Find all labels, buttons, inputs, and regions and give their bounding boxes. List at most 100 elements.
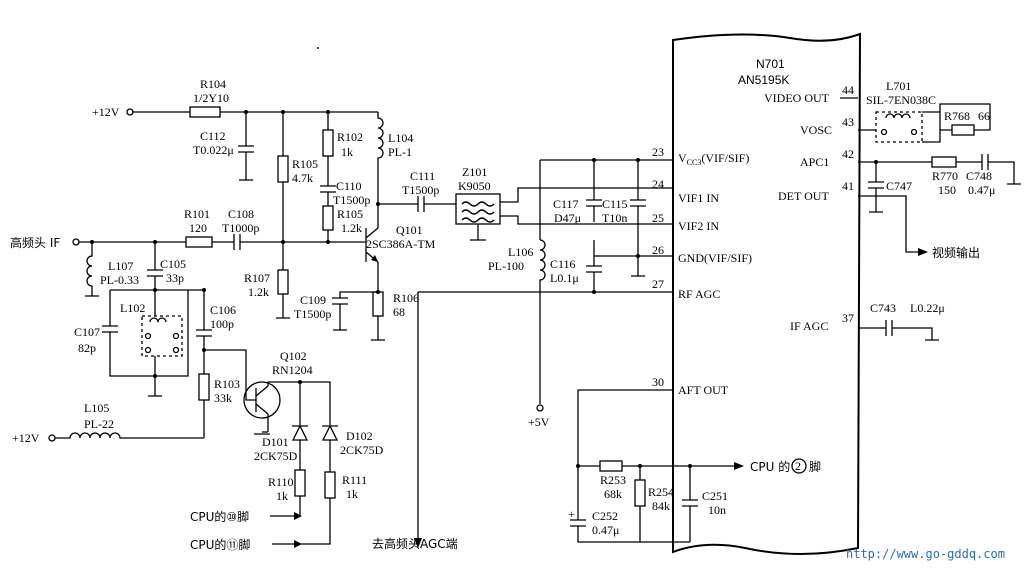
c106-value: 100p — [210, 317, 234, 331]
c252-value: 0.47μ — [592, 523, 619, 537]
c107-name: C107 — [74, 325, 100, 339]
resistor-r111 — [324, 471, 336, 499]
r103-name: R103 — [214, 377, 240, 391]
plus5v-terminal — [536, 404, 544, 412]
d102-name: D102 — [346, 429, 373, 443]
c111-name: C111 — [410, 169, 435, 183]
transistor-q102 — [243, 381, 281, 419]
r101-value: 120 — [189, 221, 207, 235]
c109-name: C109 — [300, 293, 326, 307]
c117-value: D47μ — [554, 211, 581, 225]
c108-name: C108 — [228, 207, 254, 221]
resistor-r768 — [951, 124, 975, 136]
pin-44: 44 — [842, 83, 854, 97]
pin-42: 42 — [842, 147, 854, 161]
c252-name: C252 — [592, 509, 618, 523]
plus5v-label: +5V — [528, 415, 550, 429]
c108-value: T1000p — [222, 221, 259, 235]
aftout-label: AFT OUT — [678, 383, 729, 397]
supply-bottom-label: +12V — [12, 431, 40, 445]
resistor-r102 — [322, 129, 334, 157]
resistor-r103 — [198, 373, 210, 401]
l102-name: L102 — [120, 301, 145, 315]
r104-name: R104 — [200, 77, 226, 91]
c747-name: C747 — [886, 179, 912, 193]
l105-value: PL-22 — [84, 417, 114, 431]
resistor-r106 — [372, 291, 384, 317]
apc1-label: APC1 — [800, 155, 829, 169]
r111-value: 1k — [346, 487, 358, 501]
pin-37: 37 — [842, 311, 854, 325]
resistor-r101 — [185, 236, 213, 248]
gnd-label: GND(VIF/SIF) — [678, 251, 752, 265]
resistor-r254 — [634, 479, 646, 507]
c116-name: C116 — [550, 257, 576, 271]
r102-value: 1k — [341, 145, 353, 159]
resistor-r105a — [277, 155, 289, 183]
resistor-r110 — [294, 469, 306, 497]
supply-top-label: +12V — [92, 105, 120, 119]
pin-27: 27 — [652, 277, 664, 291]
to-tuner-agc-label: 去高频头AGC端 — [372, 536, 458, 551]
r770-name: R770 — [932, 169, 958, 183]
inductor-l102 — [141, 315, 183, 357]
z101-name: Z101 — [462, 165, 487, 179]
c109-value: T1500p — [294, 307, 331, 321]
ic-n701-name: N701 — [756, 57, 785, 71]
supply-bottom-terminal — [48, 434, 56, 442]
inductor-l104 — [377, 112, 384, 204]
cpu-pin2-suffix: 脚 — [809, 459, 821, 474]
r768-value: 66 — [978, 109, 990, 123]
c117-name: C117 — [553, 197, 579, 211]
r770-value: 150 — [938, 183, 956, 197]
cpu-pin2-num: 2 — [795, 459, 801, 473]
c112-value: T0.022μ — [193, 143, 234, 157]
ifagc-label: IF AGC — [790, 319, 828, 333]
diode-d102 — [321, 424, 339, 472]
pin-26: 26 — [652, 243, 664, 257]
l106-value: PL-100 — [488, 259, 524, 273]
c110-name: C110 — [336, 179, 362, 193]
r254-name: R254 — [648, 485, 674, 499]
inductor-l107 — [85, 242, 99, 297]
pin-43: 43 — [842, 115, 854, 129]
c105-name: C105 — [160, 257, 186, 271]
inductor-l106 — [539, 239, 546, 404]
ic-n701-part: AN5195K — [738, 73, 789, 87]
q101-name: Q101 — [396, 223, 423, 237]
vif2-label: VIF2 IN — [678, 219, 719, 233]
z101-value: K9050 — [458, 179, 491, 193]
d102-value: 2CK75D — [340, 443, 384, 457]
watermark-url: http://www.go-gddq.com — [846, 547, 1005, 561]
video-out-cn-label: 视频输出 — [932, 245, 980, 260]
r106-name: R106 — [393, 291, 419, 305]
c115-value: T10n — [602, 211, 627, 225]
q101-value: 2SC386A-TM — [366, 237, 436, 251]
resistor-r107 — [277, 269, 289, 295]
c748-name: C748 — [966, 169, 992, 183]
r253-value: 68k — [604, 487, 622, 501]
c748-value: 0.47μ — [968, 183, 995, 197]
d101-value: 2CK75D — [254, 449, 298, 463]
c105-value: 33p — [166, 271, 184, 285]
pin-30: 30 — [652, 375, 664, 389]
cpu-pin2-circle — [791, 458, 807, 474]
r768-name: R768 — [944, 109, 970, 123]
c107-value: 82p — [78, 341, 96, 355]
resistor-r104 — [189, 106, 221, 118]
r110-value: 1k — [276, 489, 288, 503]
c115-name: C115 — [602, 197, 628, 211]
r111-name: R111 — [342, 473, 367, 487]
c251-name: C251 — [702, 489, 728, 503]
r253-name: R253 — [600, 473, 626, 487]
r254-value: 84k — [652, 499, 670, 513]
resistor-r253 — [599, 460, 623, 472]
r107-name: R107 — [244, 271, 270, 285]
inductor-l701 — [875, 111, 923, 143]
supply-top-terminal — [126, 108, 134, 116]
r105a-name: R105 — [292, 157, 318, 171]
r102-name: R102 — [337, 130, 363, 144]
l104-name: L104 — [388, 131, 413, 145]
vcc3-label: VCC3(VIF/SIF) — [678, 151, 749, 167]
